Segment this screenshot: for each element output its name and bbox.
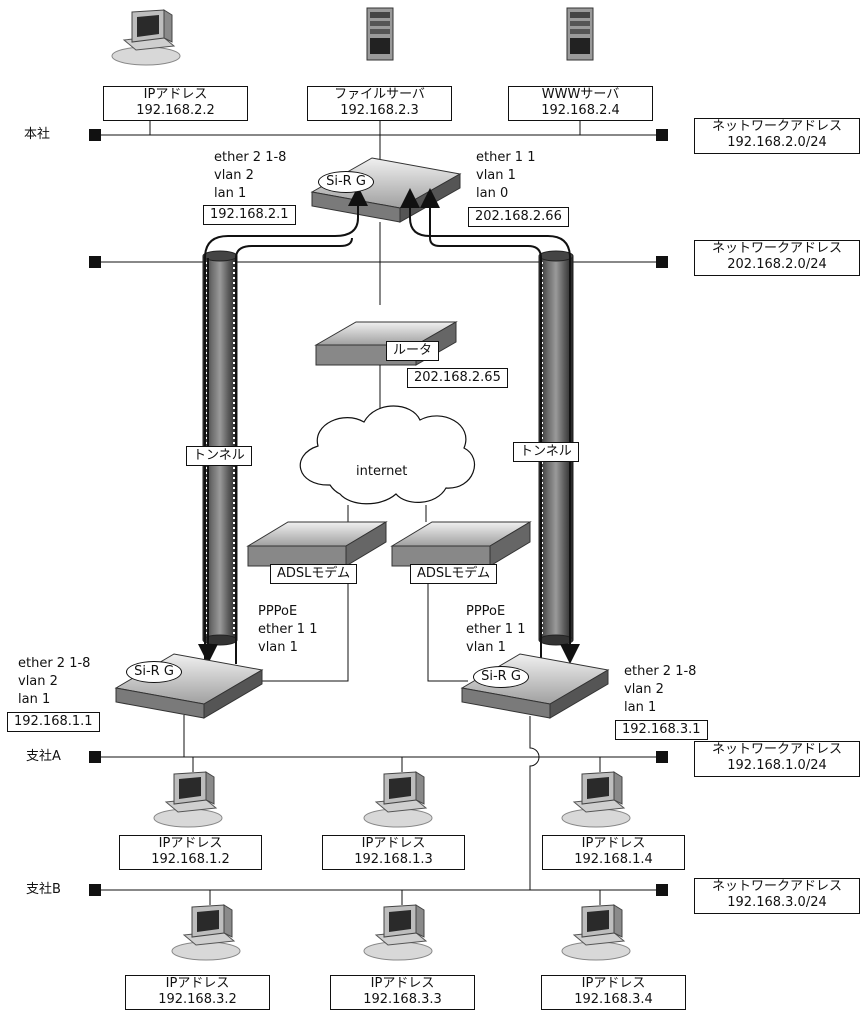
dmz-end-left bbox=[89, 256, 101, 268]
tunnel-right-label: トンネル bbox=[513, 442, 579, 462]
branch-a-wan-if-1: PPPoE bbox=[258, 604, 298, 619]
www-server-icon bbox=[566, 7, 594, 61]
branch-a-router-name: Si-R G bbox=[126, 661, 182, 683]
file-server-icon bbox=[366, 7, 394, 61]
branch-b-wan-if-3: vlan 1 bbox=[466, 640, 506, 655]
hq-wan-if-2: vlan 1 bbox=[476, 168, 516, 183]
hq-lan-if-1: ether 2 1-8 bbox=[214, 150, 287, 165]
hq-label: 本社 bbox=[24, 127, 51, 142]
hq-wan-if-1: ether 1 1 bbox=[476, 150, 536, 165]
branch-a-pc2-icon bbox=[363, 771, 433, 828]
branch-b-lan-ip: 192.168.3.1 bbox=[615, 720, 708, 740]
branch-b-lan-if-1: ether 2 1-8 bbox=[624, 664, 697, 679]
hq-router-name: Si-R G bbox=[318, 171, 374, 193]
branch-a-pc3-icon bbox=[561, 771, 631, 828]
branch-b-wan-if-1: PPPoE bbox=[466, 604, 506, 619]
branch-a-lan-end-right bbox=[656, 751, 668, 763]
hq-lan-end-right bbox=[656, 129, 668, 141]
hq-wan-ip: 202.168.2.66 bbox=[468, 207, 569, 227]
hq-lan-if-3: lan 1 bbox=[214, 186, 247, 201]
branch-a-router-icon bbox=[114, 653, 264, 719]
branch-b-router-icon bbox=[460, 653, 610, 719]
arrow-hq-to-a bbox=[235, 237, 353, 664]
hq-wan-if-3: lan 0 bbox=[476, 186, 509, 201]
branch-a-lan-if-2: vlan 2 bbox=[18, 674, 58, 689]
hq-pc-icon bbox=[111, 9, 181, 66]
branch-b-lan-end-left bbox=[89, 884, 101, 896]
branch-a-lan-if-3: lan 1 bbox=[18, 692, 51, 707]
isp-router-name: ルータ bbox=[386, 341, 440, 361]
internet-label: internet bbox=[356, 464, 408, 479]
branch-a-label: 支社A bbox=[26, 749, 61, 764]
branch-a-wan-if-2: ether 1 1 bbox=[258, 622, 318, 637]
branch-b-pc2-icon bbox=[363, 904, 433, 961]
branch-b-pc3-icon bbox=[561, 904, 631, 961]
adsl-modem-b-label: ADSLモデム bbox=[410, 564, 498, 584]
branch-a-lan-end-left bbox=[89, 751, 101, 763]
branch-b-label: 支社B bbox=[26, 882, 61, 897]
adsl-modem-a-label: ADSLモデム bbox=[270, 564, 358, 584]
branch-b-lan-end-right bbox=[656, 884, 668, 896]
internet-cloud-icon bbox=[299, 405, 475, 505]
branch-b-lan-if-3: lan 1 bbox=[624, 700, 657, 715]
branch-b-wan-if-2: ether 1 1 bbox=[466, 622, 526, 637]
hq-lan-end-left bbox=[89, 129, 101, 141]
arrow-hq-to-b bbox=[420, 188, 542, 664]
hq-lan-if-2: vlan 2 bbox=[214, 168, 254, 183]
branch-a-pc1-icon bbox=[153, 771, 223, 828]
branch-a-lan-ip: 192.168.1.1 bbox=[7, 712, 100, 732]
branch-a-wan-if-3: vlan 1 bbox=[258, 640, 298, 655]
isp-router-ip: 202.168.2.65 bbox=[407, 368, 508, 388]
branch-a-lan-if-1: ether 2 1-8 bbox=[18, 656, 91, 671]
branch-b-pc1-icon bbox=[171, 904, 241, 961]
adsl-modem-b-icon bbox=[390, 521, 532, 567]
adsl-modem-a-icon bbox=[246, 521, 388, 567]
branch-b-lan-if-2: vlan 2 bbox=[624, 682, 664, 697]
branch-b-router-name: Si-R G bbox=[473, 666, 529, 688]
dmz-end-right bbox=[656, 256, 668, 268]
arrow-a-to-hq bbox=[204, 186, 368, 660]
hq-lan-ip: 192.168.2.1 bbox=[203, 205, 296, 225]
tunnel-left-label: トンネル bbox=[186, 446, 252, 466]
